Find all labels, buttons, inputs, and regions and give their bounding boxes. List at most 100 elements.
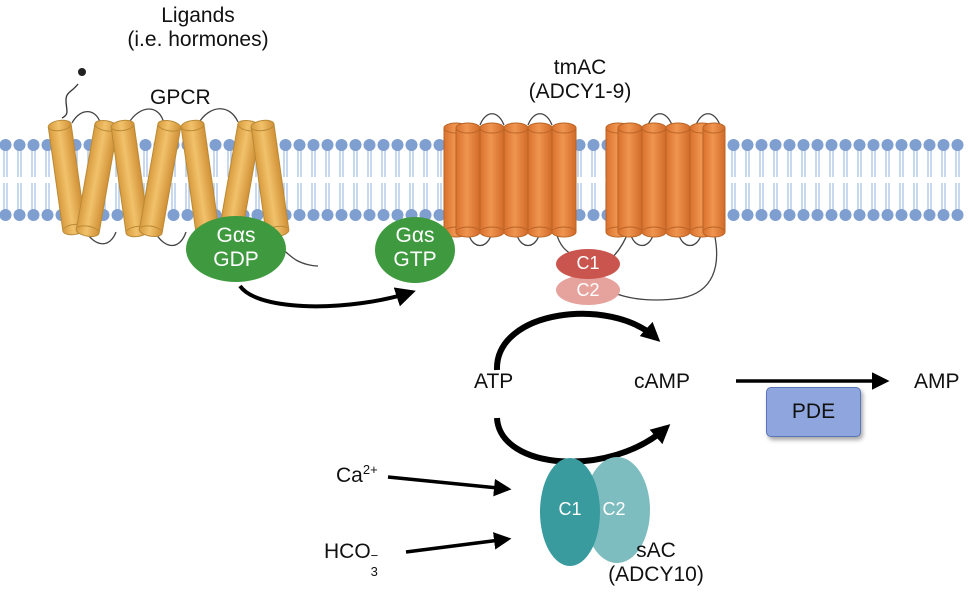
sac-c1-domain [540,458,600,566]
tmac-c2-domain [556,275,620,305]
pde-enzyme: PDE [766,387,861,437]
g-alpha-s-gdp [186,216,286,282]
lipid-head-outer [937,139,950,151]
lipid-head-outer [769,139,782,151]
g-alpha-s-gtp [375,217,455,283]
sac-c1-label: C1 [558,499,582,519]
tmac-label-line2: (ADCY1-9) [528,80,632,104]
lipid-head-outer [755,139,768,151]
bicarbonate-symbol: HCO [324,540,371,563]
sac-c2-label: C2 [602,499,626,519]
lipid-head-inner [937,209,950,221]
ligand-molecule [78,68,86,76]
lipid-head-inner [377,209,390,221]
lipid-head-inner [13,209,26,221]
lipid-head-inner [923,209,936,221]
lipid-head-inner [853,209,866,221]
lipid-head-inner [335,209,348,221]
tmac-label: tmAC (ADCY1-9) [510,56,650,104]
lipid-head-inner [0,209,12,221]
camp-label: cAMP [634,370,691,393]
lipid-head-outer [377,139,390,151]
g-alpha-s-gtp-line1: Gαs [395,224,435,247]
sac-label: sAC (ADCY10) [596,539,716,587]
lipid-head-outer [349,139,362,151]
lipid-head-outer [405,139,418,151]
gpcr-label: GPCR [150,86,211,109]
tmac-c1-label: C1 [576,253,600,273]
lipid-head-outer [895,139,908,151]
tmac-c2-label: C2 [576,280,600,300]
g-alpha-s-gtp-line2: GTP [393,248,437,272]
bicarbonate-activation-arrow [405,532,512,554]
tmac-helix [455,122,481,238]
lipid-head-outer [209,139,222,151]
lipid-head-outer [951,139,964,151]
lipid-head-outer [839,139,852,151]
lipid-head-outer [0,139,12,151]
lipid-head-outer [419,139,432,151]
g-protein-activation-arrow [238,284,416,309]
gpcr-receptor [47,119,290,238]
calcium-activation-arrow [387,475,512,497]
bicarbonate-label: HCO−3 [324,540,378,579]
lipid-head-inner [363,209,376,221]
gpcr-n-terminus [61,83,79,119]
lipid-head-outer [279,139,292,151]
pde-label: PDE [791,400,836,423]
g-alpha-s-gdp-label: Gαs GDP [196,224,276,272]
lipid-head-outer [27,139,40,151]
tmac-helix [503,122,529,238]
lipid-head-inner [349,209,362,221]
lipid-head-inner [895,209,908,221]
bicarbonate-subscript: 3 [370,564,378,579]
g-alpha-s-gtp-label: Gαs GTP [375,224,455,272]
lipid-head-outer [321,139,334,151]
lipid-head-inner [951,209,964,221]
lipid-head-inner [293,209,306,221]
lipid-head-inner [797,209,810,221]
bicarbonate-charge: − [370,548,379,563]
ligand-dot [78,68,86,76]
lipid-head-inner [167,209,180,221]
tmac-label-line1: tmAC [553,56,607,79]
ligands-label-line1: Ligands [161,4,235,27]
lipid-head-inner [755,209,768,221]
lipid-head-outer [797,139,810,151]
lipid-head-outer [13,139,26,151]
g-alpha-s-gdp-line2: GDP [213,248,259,272]
tmac-conversion-arrow [493,310,661,371]
lipid-head-outer [363,139,376,151]
lipid-head-inner [307,209,320,221]
lipid-head-outer [741,139,754,151]
tmac-helix [665,122,691,238]
lipid-head-outer [307,139,320,151]
lipid-head-inner [909,209,922,221]
lipid-head-outer [727,139,740,151]
lipid-head-inner [587,209,600,221]
lipid-head-inner [251,209,264,221]
tmac-helix [527,122,553,238]
sac-c2-domain [584,457,650,563]
lipid-head-outer [825,139,838,151]
lipid-head-inner [181,209,194,221]
calcium-charge: 2+ [362,462,378,477]
lipid-head-outer [223,139,236,151]
lipid-head-outer [139,139,152,151]
tmac-helix [641,122,667,238]
lipid-head-outer [335,139,348,151]
tmac-adenylyl-cyclase [443,122,726,238]
ligands-label: Ligands (i.e. hormones) [118,4,278,52]
lipid-head-outer [853,139,866,151]
lipid-head-inner [321,209,334,221]
lipid-head-inner [881,209,894,221]
calcium-label: Ca2+ [336,462,378,488]
tmac-helix [479,122,505,238]
lipid-head-outer [881,139,894,151]
lipid-head-inner [741,209,754,221]
lipid-head-inner [769,209,782,221]
lipid-head-inner [811,209,824,221]
lipid-head-outer [433,139,446,151]
lipid-head-outer [587,139,600,151]
